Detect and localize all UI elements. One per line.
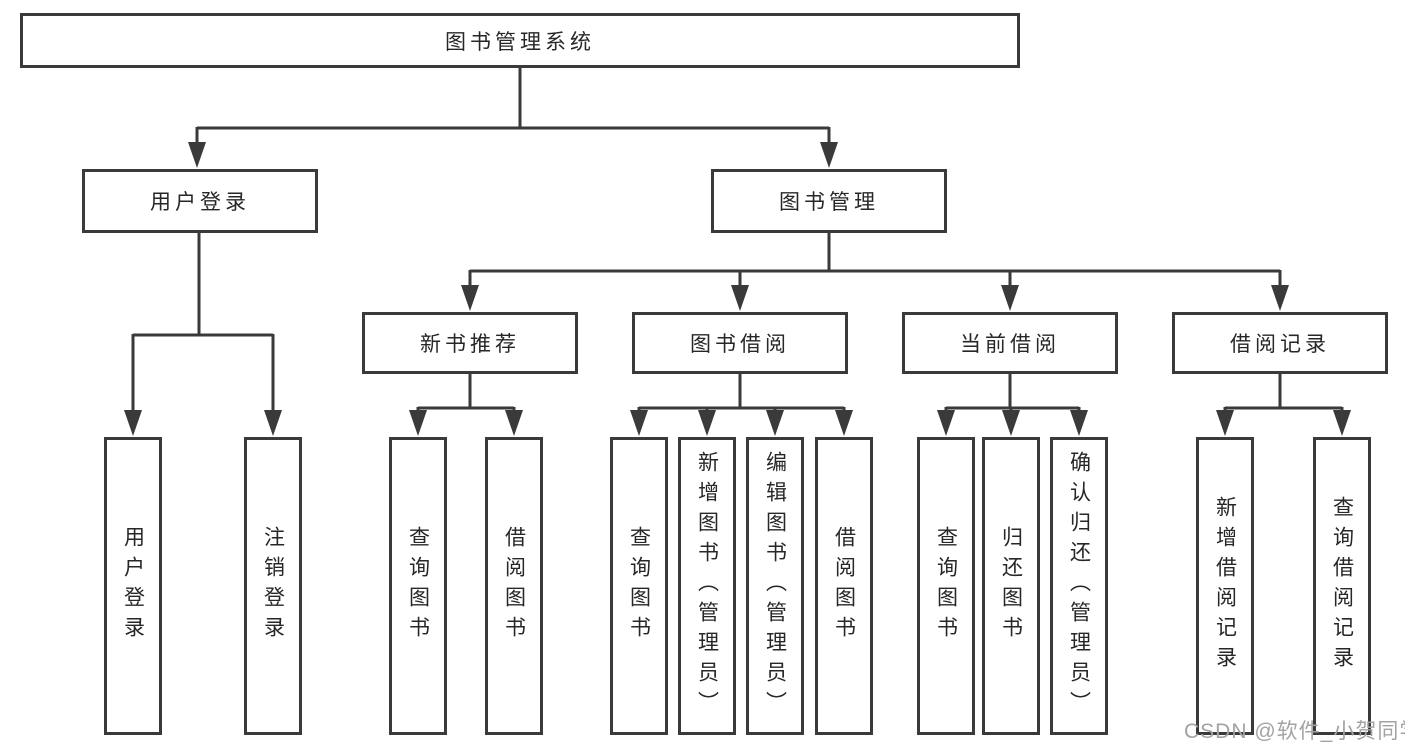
leaf-query-books-recommend: 查询图书 [389,437,447,735]
leaf-add-borrow-record: 新增借阅记录 [1196,437,1254,735]
node-book-mgmt: 图书管理 [711,169,947,233]
leaf-query-books-current: 查询图书 [917,437,975,735]
node-borrow-records: 借阅记录 [1172,312,1388,374]
node-root: 图书管理系统 [20,13,1020,68]
leaf-add-book-admin: 新增图书（管理员） [678,437,736,735]
leaf-query-books-borrow: 查询图书 [610,437,668,735]
leaf-user-login: 用户登录 [104,437,162,735]
watermark-text: CSDN @软件_小贺同学 [1184,720,1405,743]
node-book-borrow: 图书借阅 [632,312,848,374]
leaf-confirm-return-admin: 确认归还（管理员） [1050,437,1108,735]
leaf-borrow-books-recommend: 借阅图书 [485,437,543,735]
node-current-borrow: 当前借阅 [902,312,1118,374]
leaf-return-book: 归还图书 [982,437,1040,735]
arrowheads [124,142,1351,436]
node-user-login: 用户登录 [82,169,318,233]
leaf-edit-book-admin: 编辑图书（管理员） [746,437,804,735]
leaf-query-borrow-record: 查询借阅记录 [1313,437,1371,735]
leaf-borrow-books-borrow: 借阅图书 [815,437,873,735]
leaf-logout: 注销登录 [244,437,302,735]
node-new-book-recommend: 新书推荐 [362,312,578,374]
